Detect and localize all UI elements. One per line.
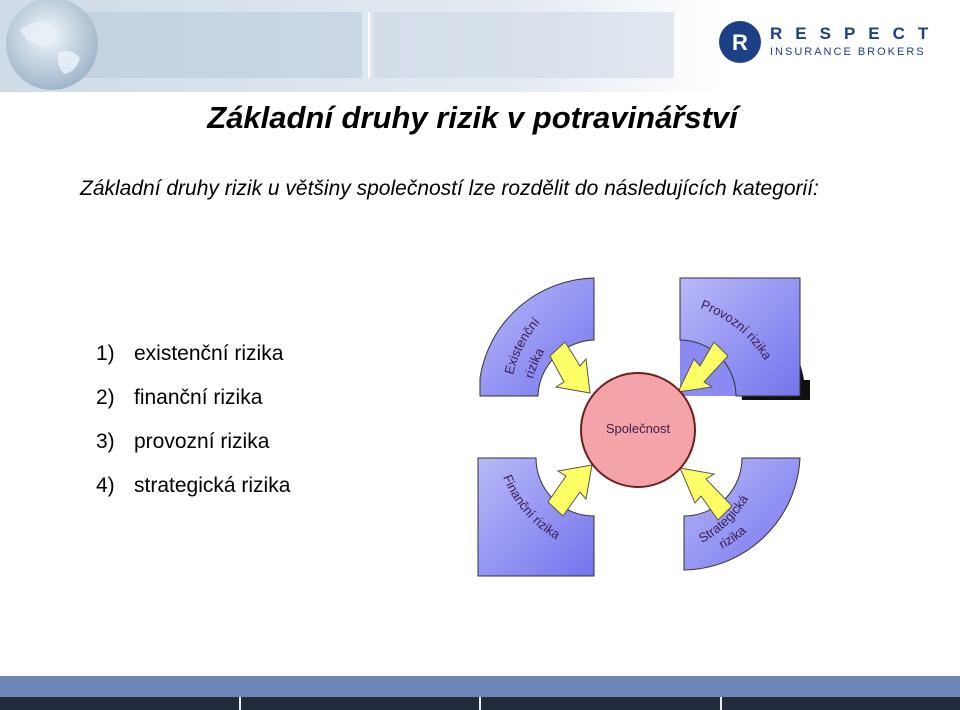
center-label: Společnost (606, 421, 671, 436)
intro-text: Základní druhy rizik u většiny společnos… (80, 177, 819, 200)
arrows (547, 341, 733, 521)
globe-icon (6, 0, 98, 90)
quadrant-existencni: Existenční rizika (479, 277, 595, 397)
category-label: finanční rizika (134, 386, 263, 409)
footer-strip (0, 697, 960, 710)
footer-bar (0, 676, 960, 697)
list-item: 1)existenční rizika (96, 342, 284, 365)
svg-text:R: R (732, 30, 748, 55)
category-label: strategická rizika (134, 474, 291, 497)
arrow-top-right (677, 341, 729, 393)
center-circle: Společnost (580, 372, 696, 488)
arrow-bottom-right (679, 467, 733, 521)
category-label: existenční rizika (134, 342, 284, 365)
header-banner: R RESPECT INSURANCE BROKERS (0, 0, 960, 92)
logo-subtitle-text: INSURANCE BROKERS (770, 46, 926, 58)
list-item: 4)strategická rizika (96, 474, 291, 497)
page-title: Základní druhy rizik v potravinářství (207, 100, 738, 135)
category-label: provozní rizika (134, 430, 270, 453)
quadrant-provozni: Provozní rizika (679, 277, 810, 400)
list-item: 3)provozní rizika (96, 430, 270, 453)
logo-r-icon: R (719, 21, 761, 63)
risk-diagram: Existenční rizika Provozní rizika Finanč… (470, 270, 815, 585)
logo-brand-text: RESPECT (770, 24, 942, 43)
respect-logo: R RESPECT INSURANCE BROKERS (718, 20, 938, 70)
banner-graphic (0, 0, 960, 92)
arrow-bottom-left (547, 464, 593, 517)
category-list: 1)existenční rizika 2)finanční rizika 3)… (96, 336, 290, 512)
list-item: 2)finanční rizika (96, 386, 263, 409)
arrow-top-left (549, 341, 591, 394)
